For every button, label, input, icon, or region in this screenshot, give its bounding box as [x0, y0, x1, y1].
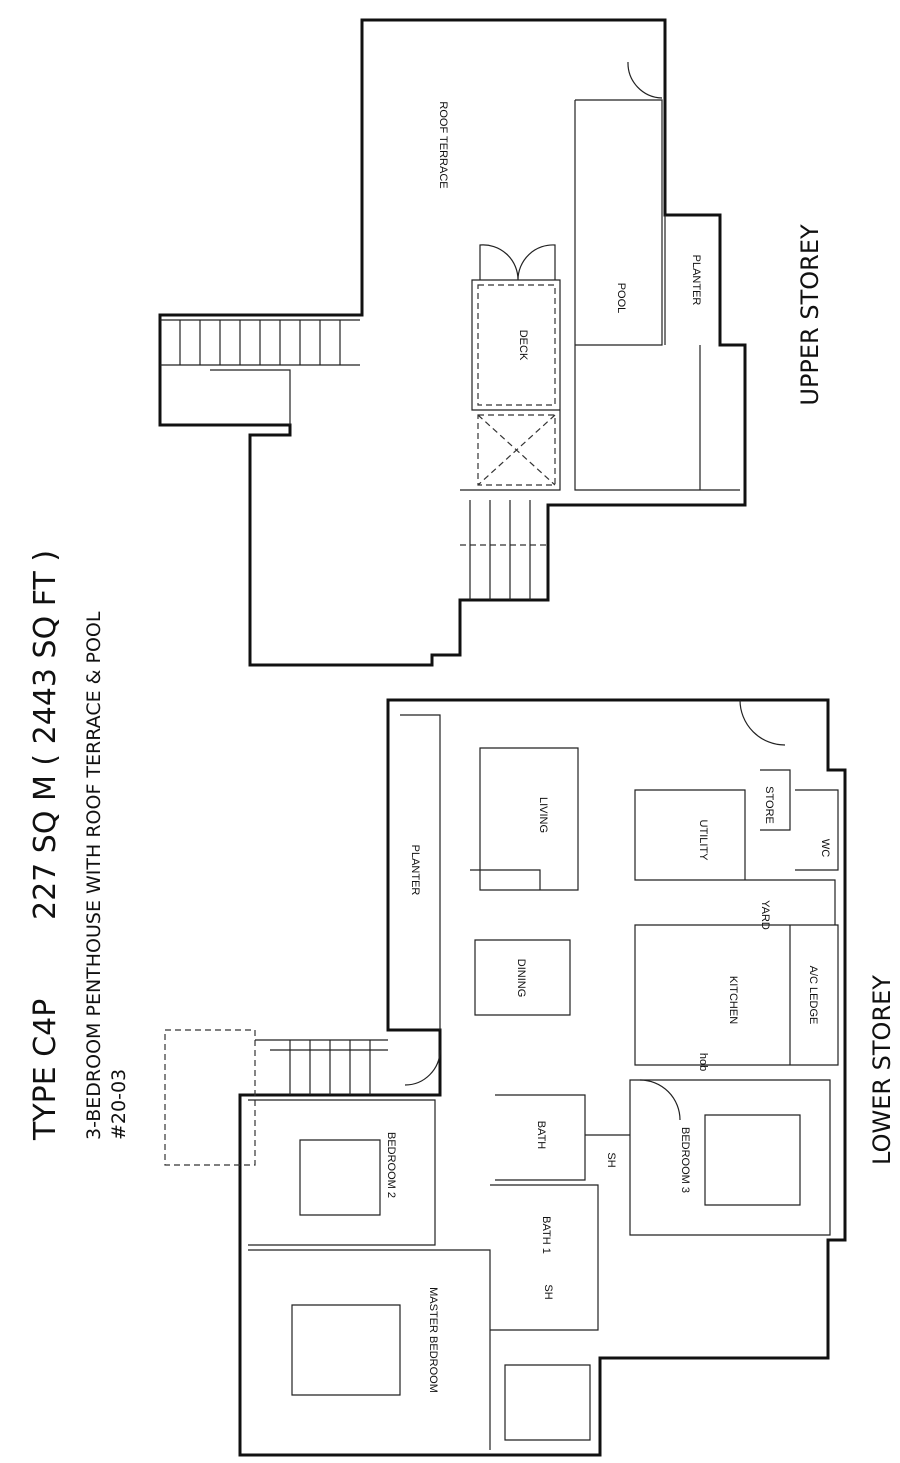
room-pool: POOL — [615, 283, 627, 314]
room-bedroom-3: BEDROOM 3 — [679, 1127, 691, 1193]
type-label: TYPE C4P — [28, 999, 63, 1141]
upper-storey-label: UPPER STOREY — [796, 224, 824, 406]
room-shower-2: SH — [542, 1284, 554, 1299]
room-living: LIVING — [537, 797, 549, 833]
room-master-bedroom: MASTER BEDROOM — [427, 1287, 439, 1393]
room-bedroom-2: BEDROOM 2 — [385, 1132, 397, 1198]
room-wc: WC — [819, 839, 831, 857]
room-roof-terrace: ROOF TERRACE — [437, 101, 449, 188]
room-deck: DECK — [517, 330, 529, 361]
room-ac-ledge: A/C LEDGE — [807, 966, 819, 1025]
room-kitchen: KITCHEN — [727, 976, 739, 1024]
area-label: 227 SQ M ( 2443 SQ FT ) — [28, 550, 63, 920]
room-yard: YARD — [759, 900, 771, 930]
room-bath: BATH — [535, 1121, 547, 1150]
room-shower-1: SH — [605, 1152, 617, 1167]
upper-storey-plan: ROOF TERRACE DECK POOL PLANTER — [158, 18, 747, 667]
subtitle: 3-BEDROOM PENTHOUSE WITH ROOF TERRACE & … — [83, 611, 105, 1140]
unit-number: #20-03 — [108, 1069, 130, 1140]
room-planter-lower: PLANTER — [409, 845, 421, 896]
room-utility: UTILITY — [697, 820, 709, 862]
lower-storey-plan: LIVING PLANTER DINING KITCHEN hob UTILIT… — [164, 698, 847, 1457]
room-bath-1: BATH 1 — [540, 1216, 552, 1254]
room-dining: DINING — [515, 959, 527, 998]
hob-label: hob — [697, 1053, 709, 1071]
lower-storey-label: LOWER STOREY — [868, 975, 896, 1165]
room-planter-upper: PLANTER — [690, 255, 702, 306]
room-store: STORE — [763, 786, 775, 824]
